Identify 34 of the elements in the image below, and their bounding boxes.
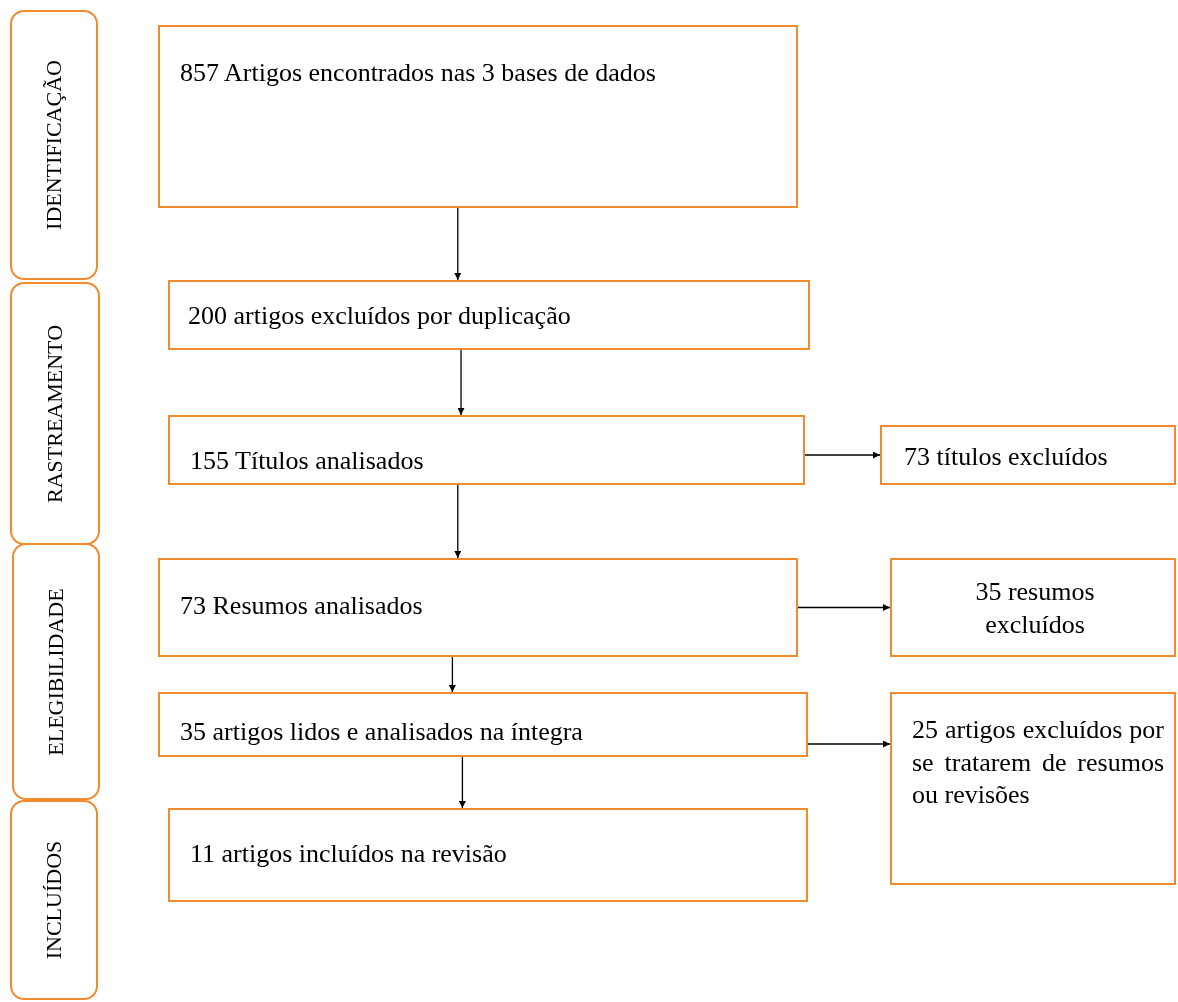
box-text: 25 artigos excluídos por se tratarem de resumos ou revisões [912, 714, 1164, 811]
stage-box [10, 282, 100, 545]
process-box [880, 425, 1176, 485]
arrow [807, 740, 891, 748]
box-text: 11 artigos incluídos na revisão [190, 838, 508, 870]
process-box [158, 558, 798, 657]
process-box [168, 280, 810, 350]
arrow [454, 207, 462, 281]
box-text: 155 Títulos analisados [190, 445, 425, 477]
arrow [454, 484, 462, 559]
process-box [158, 692, 808, 757]
stage-box [10, 800, 98, 1000]
stage-box [12, 543, 100, 800]
process-box [158, 25, 798, 208]
box-text: 35 artigos lidos e analisados na íntegra [180, 716, 584, 748]
process-box [890, 558, 1176, 657]
stage-label: INCLUÍDOS [40, 840, 68, 960]
box-text: 857 Artigos encontrados nas 3 bases de dados [180, 57, 657, 89]
box-text: 35 resumos excluídos [974, 576, 1096, 641]
arrow [458, 756, 466, 809]
arrow [804, 451, 881, 459]
process-box [890, 692, 1176, 885]
arrow [448, 656, 456, 693]
stage-box [10, 10, 98, 280]
box-text: 73 Resumos analisados [180, 590, 424, 622]
arrow [797, 604, 891, 611]
arrow [457, 349, 465, 416]
process-box [168, 808, 808, 902]
process-box [168, 415, 805, 485]
stage-label: IDENTIFICAÇÃO [40, 60, 68, 230]
box-text: 200 artigos excluídos por duplicação [188, 300, 572, 332]
stage-label: RASTREAMENTO [41, 324, 69, 503]
box-text: 73 títulos excluídos [904, 441, 1109, 473]
stage-label: ELEGIBILIDADE [42, 587, 70, 756]
